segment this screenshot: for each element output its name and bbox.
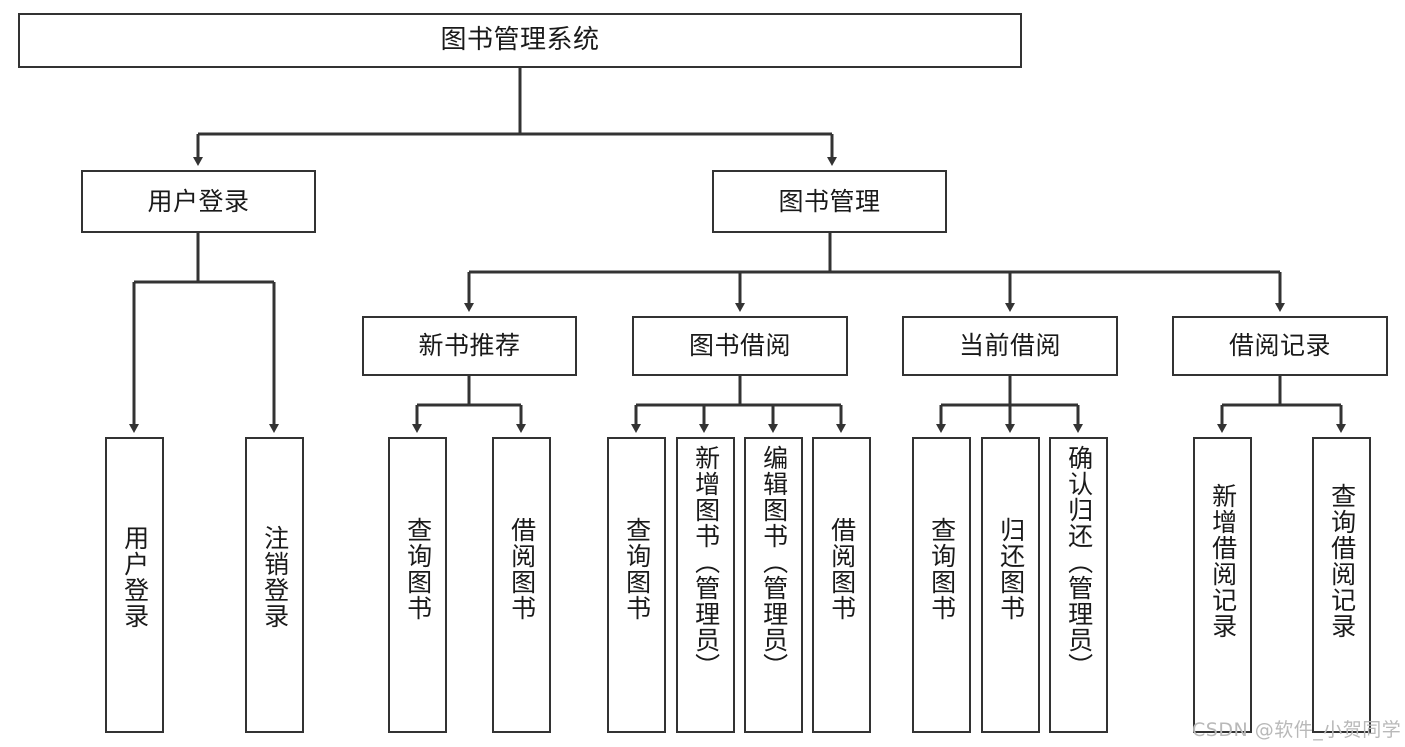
node-label: 查询图书 [927,517,957,621]
node-current-borrow[interactable]: 当前借阅 [902,316,1118,376]
watermark-text: CSDN @软件_小贺同学 [1192,719,1402,741]
leaf-add-borrow-record[interactable]: 新增借阅记录 [1193,437,1252,733]
leaf-add-book[interactable]: 新增图书（管理员） [676,437,735,733]
node-label: 归还图书 [996,517,1026,621]
leaf-borrow-book-borrow[interactable]: 借阅图书 [812,437,871,733]
node-label: 查询图书 [403,517,433,621]
node-label: 图书管理系统 [440,25,600,56]
node-borrow-record[interactable]: 借阅记录 [1172,316,1388,376]
node-label: 确认归还（管理员） [1064,445,1094,679]
node-root-system[interactable]: 图书管理系统 [18,13,1022,68]
leaf-logout-login[interactable]: 注销登录 [245,437,304,733]
node-label: 用户登录 [147,186,250,216]
leaf-confirm-return[interactable]: 确认归还（管理员） [1049,437,1108,733]
leaf-return-book[interactable]: 归还图书 [981,437,1040,733]
leaf-query-borrow-record[interactable]: 查询借阅记录 [1312,437,1371,733]
node-label: 注销登录 [260,525,290,629]
node-book-manage[interactable]: 图书管理 [712,170,947,233]
node-label: 图书借阅 [688,331,791,361]
leaf-query-book-current[interactable]: 查询图书 [912,437,971,733]
leaf-user-login[interactable]: 用户登录 [105,437,164,733]
node-user-login[interactable]: 用户登录 [81,170,316,233]
node-label: 借阅图书 [827,517,857,621]
node-label: 图书管理 [778,186,881,216]
node-label: 查询借阅记录 [1327,483,1357,639]
leaf-edit-book[interactable]: 编辑图书（管理员） [744,437,803,733]
leaf-query-book-borrow[interactable]: 查询图书 [607,437,666,733]
node-book-borrow[interactable]: 图书借阅 [632,316,848,376]
leaf-query-book-recommend[interactable]: 查询图书 [388,437,447,733]
node-label: 新增图书（管理员） [691,445,721,679]
leaf-borrow-book-recommend[interactable]: 借阅图书 [492,437,551,733]
node-label: 借阅图书 [507,517,537,621]
node-label: 借阅记录 [1228,331,1331,361]
node-label: 查询图书 [622,517,652,621]
node-label: 新增借阅记录 [1208,483,1238,639]
node-label: 编辑图书（管理员） [759,445,789,679]
node-label: 当前借阅 [958,331,1061,361]
node-new-book-recommend[interactable]: 新书推荐 [362,316,577,376]
node-label: 新书推荐 [418,331,521,361]
node-label: 用户登录 [120,525,150,629]
